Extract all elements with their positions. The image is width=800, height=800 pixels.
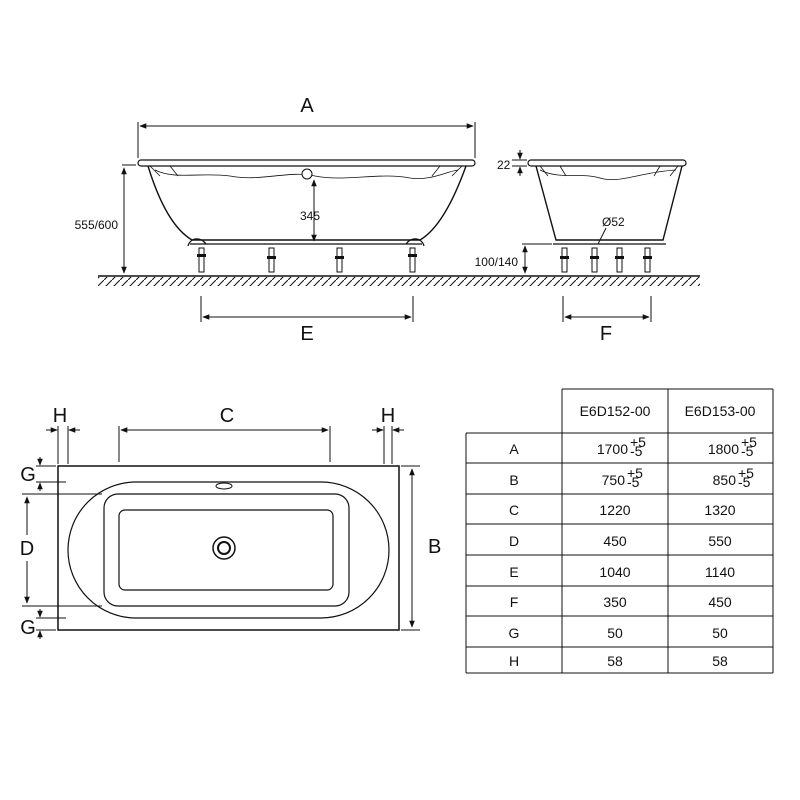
label-b: B bbox=[428, 536, 441, 558]
leg-nut bbox=[197, 254, 206, 257]
row-label-c: C bbox=[509, 502, 519, 518]
label-depth: 345 bbox=[300, 209, 320, 223]
label-e: E bbox=[300, 323, 313, 345]
side-view: A 555/600 345 bbox=[75, 95, 700, 345]
row-label-h: H bbox=[509, 653, 519, 669]
end-body-outline bbox=[535, 165, 683, 241]
tub-basin-oval bbox=[67, 481, 390, 619]
row-a-tol-plus-2: +5 bbox=[741, 434, 757, 450]
row-h-value-1: 58 bbox=[607, 653, 623, 669]
row-g-value-2: 50 bbox=[712, 625, 728, 641]
leg bbox=[268, 247, 275, 273]
label-g-top: G bbox=[20, 464, 36, 486]
row-c-value-2: 1320 bbox=[704, 502, 735, 518]
row-a-tol-plus-1: +5 bbox=[630, 434, 646, 450]
label-a: A bbox=[300, 95, 314, 117]
leg-nut bbox=[335, 256, 344, 259]
row-c-value-1: 1220 bbox=[599, 502, 630, 518]
label-f: F bbox=[600, 323, 612, 345]
tub-body-outline bbox=[147, 165, 467, 241]
row-d-value-1: 450 bbox=[603, 533, 627, 549]
row-b-value-1: 750 bbox=[602, 472, 626, 488]
row-label-g: G bbox=[509, 625, 520, 641]
table-header-col2: E6D153-00 bbox=[685, 403, 756, 419]
row-b-tol-plus-1: +5 bbox=[627, 465, 643, 481]
row-label-e: E bbox=[509, 564, 518, 580]
end-inner-contour bbox=[539, 169, 677, 181]
side-legs bbox=[197, 247, 417, 273]
tub-inner-contour bbox=[154, 169, 459, 179]
d-label-bg bbox=[18, 535, 38, 561]
leg-nut bbox=[643, 256, 652, 259]
row-a-value-1: 1700 bbox=[597, 441, 628, 457]
label-d: D bbox=[20, 538, 34, 560]
tub-rim bbox=[137, 159, 476, 167]
row-b-tol-minus-1: -5 bbox=[627, 474, 640, 490]
label-h-right: H bbox=[381, 405, 395, 427]
label-rim: 22 bbox=[497, 158, 511, 172]
leg-nut bbox=[408, 254, 417, 257]
end-rim-supports bbox=[539, 165, 679, 177]
label-height: 555/600 bbox=[75, 218, 119, 232]
row-label-a: A bbox=[509, 441, 519, 457]
row-b-value-2: 850 bbox=[713, 472, 737, 488]
row-e-value-2: 1140 bbox=[705, 564, 735, 580]
row-b-tol-plus-2: +5 bbox=[738, 465, 754, 481]
leg bbox=[561, 247, 568, 273]
leg-nut bbox=[560, 256, 569, 259]
leg bbox=[644, 247, 651, 273]
label-h-left: H bbox=[53, 405, 67, 427]
tub-floor-inner bbox=[118, 509, 334, 591]
row-f-value-2: 450 bbox=[708, 594, 732, 610]
row-b-tol-minus-2: -5 bbox=[738, 474, 751, 490]
leg bbox=[591, 247, 598, 273]
row-label-d: D bbox=[509, 533, 519, 549]
drain-leader bbox=[597, 227, 607, 245]
row-g-value-1: 50 bbox=[607, 625, 623, 641]
end-rim bbox=[527, 159, 687, 167]
drain-inner-icon bbox=[217, 541, 231, 555]
overflow-icon bbox=[215, 482, 233, 490]
leg bbox=[198, 247, 205, 273]
label-g-bottom: G bbox=[20, 617, 36, 639]
rim-supports bbox=[149, 165, 463, 177]
floor-hatch bbox=[98, 277, 700, 286]
leg-nut bbox=[267, 256, 276, 259]
dimensions-table: E6D152-00 E6D153-00 A 1700 +5 -5 1800 +5… bbox=[465, 388, 774, 674]
leg-nut bbox=[615, 256, 624, 259]
leg bbox=[616, 247, 623, 273]
row-f-value-1: 350 bbox=[603, 594, 627, 610]
row-e-value-1: 1040 bbox=[599, 564, 630, 580]
leg-nut bbox=[590, 256, 599, 259]
table-header-col1: E6D152-00 bbox=[580, 403, 651, 419]
row-a-value-2: 1800 bbox=[708, 441, 739, 457]
row-label-f: F bbox=[510, 594, 519, 610]
leg bbox=[409, 247, 416, 273]
overflow-circle bbox=[301, 168, 313, 180]
tub-floor-outer bbox=[103, 493, 350, 607]
row-a-tol-minus-1: -5 bbox=[630, 443, 643, 459]
row-a-tol-minus-2: -5 bbox=[741, 443, 754, 459]
top-view: C H H G D G B bbox=[18, 405, 441, 639]
row-d-value-2: 550 bbox=[708, 533, 732, 549]
leg bbox=[336, 247, 343, 273]
label-leg-height: 100/140 bbox=[475, 255, 519, 269]
label-drain: Ø52 bbox=[602, 215, 625, 229]
end-legs bbox=[560, 247, 652, 273]
row-label-b: B bbox=[509, 472, 518, 488]
label-c: C bbox=[220, 405, 234, 427]
row-h-value-2: 58 bbox=[712, 653, 728, 669]
end-view: 22 Ø52 100/140 F bbox=[475, 150, 687, 345]
frame-brackets bbox=[187, 238, 425, 247]
